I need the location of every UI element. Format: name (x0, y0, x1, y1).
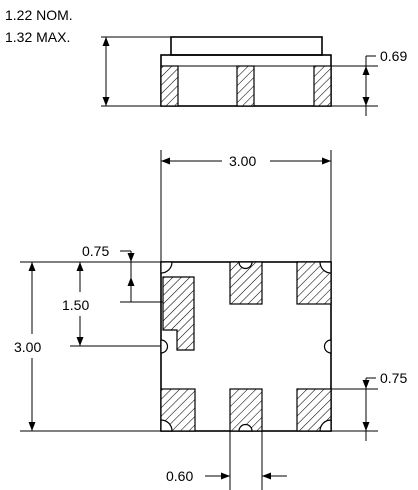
corner-offset-dimension: 0.75 (82, 243, 163, 303)
castellation-left-center (160, 339, 169, 354)
pad-height-label: 0.69 (380, 48, 407, 64)
pad-top-right (296, 261, 332, 305)
pin-spacing-label: 1.50 (62, 297, 89, 313)
castellation-bottom-right (319, 419, 332, 432)
pad-height-dimension: 0.69 (331, 48, 407, 116)
castellation-bottom-left (160, 419, 173, 432)
side-view-pad-center (236, 65, 255, 107)
pad-width-label: 0.60 (166, 468, 193, 484)
pin-spacing-dimension: 1.50 (62, 262, 161, 347)
castellation-bottom-center (238, 423, 253, 432)
castellation-top-right (319, 261, 332, 274)
pad-pin1-large (162, 276, 195, 351)
top-view-height-dimension: 3.00 (14, 261, 161, 432)
top-view-height-label: 3.00 (14, 339, 41, 355)
height-nominal-label: 1.22 NOM. (5, 7, 73, 23)
corner-offset-label: 0.75 (82, 243, 109, 259)
height-dimension: 1.22 NOM. 1.32 MAX. (5, 7, 171, 107)
height-max-label: 1.32 MAX. (5, 29, 70, 45)
castellation-right-center (323, 339, 332, 354)
castellation-top-left (160, 261, 173, 274)
pad-edge-offset-dimension: 0.75 (331, 370, 407, 441)
pad-edge-offset-label: 0.75 (380, 370, 407, 386)
castellation-top-center (238, 261, 253, 270)
side-view-lid (170, 36, 323, 56)
pad-width-dimension: 0.60 (166, 431, 287, 490)
width-dimension: 3.00 (160, 150, 332, 262)
top-view: 3.00 3.00 1.50 0.75 (14, 150, 407, 490)
side-view-pad-left (160, 65, 179, 107)
width-label: 3.00 (229, 153, 256, 169)
side-view-pad-right (313, 65, 332, 107)
side-view: 1.22 NOM. 1.32 MAX. 0.69 (5, 7, 407, 116)
